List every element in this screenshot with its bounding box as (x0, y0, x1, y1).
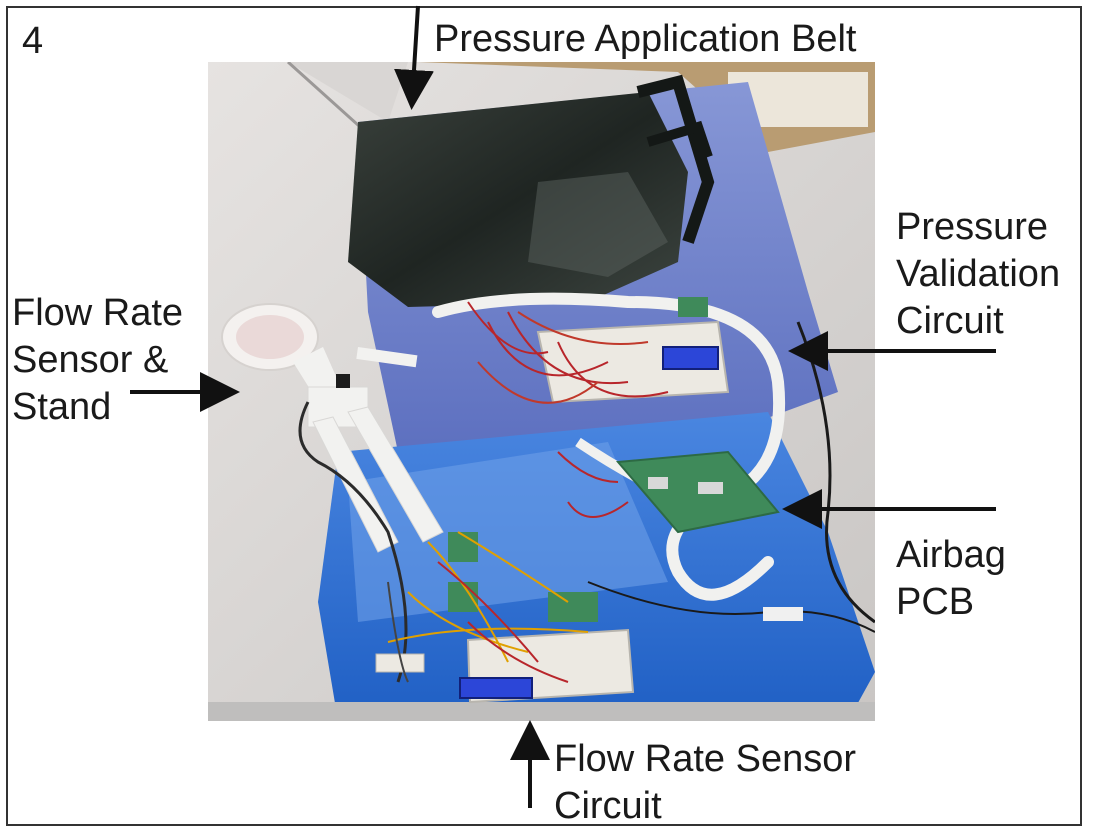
pressure-validation-circuit (467, 297, 730, 404)
label-line: Stand (12, 386, 112, 428)
label-line: PCB (896, 581, 975, 623)
tag-label (763, 607, 803, 621)
label-line: Flow Rate Sensor (554, 738, 857, 780)
flow-rate-sensor-circuit (375, 531, 635, 704)
airbag-pcb-board (557, 450, 780, 534)
belt-strap-2 (646, 120, 713, 159)
photo-illustration (208, 62, 875, 721)
label-airbag-pcb: Airbag PCB (896, 532, 1006, 626)
label-line: Validation (896, 253, 1061, 295)
air-tube (432, 292, 786, 601)
belt-sheen (528, 172, 668, 277)
wall-edge (288, 62, 408, 122)
label-line: Sensor & (12, 339, 169, 381)
label-line: Circuit (896, 300, 1004, 342)
pressure-lcd (662, 346, 719, 370)
flow-lcd (459, 677, 533, 699)
label-line: Pressure (896, 206, 1049, 248)
flow-rate-sensor-stand (221, 303, 444, 683)
label-flow-rate-sensor-stand: Flow Rate Sensor & Stand (12, 290, 183, 431)
table-edge (208, 702, 875, 721)
label-pressure-validation-circuit: Pressure Validation Circuit (896, 204, 1060, 345)
label-line: Circuit (554, 785, 662, 827)
signal-cable (587, 581, 875, 633)
funnel-inner (236, 315, 304, 359)
label-line: Airbag (896, 534, 1006, 576)
label-line: Flow Rate (12, 292, 184, 334)
panel-number: 4 (22, 20, 44, 62)
experimental-setup-photo (208, 62, 875, 721)
label-pressure-application-belt: Pressure Application Belt (434, 18, 857, 60)
label-flow-rate-sensor-circuit: Flow Rate Sensor Circuit (554, 736, 856, 830)
drape-highlight (348, 442, 668, 622)
power-cable (796, 321, 875, 624)
